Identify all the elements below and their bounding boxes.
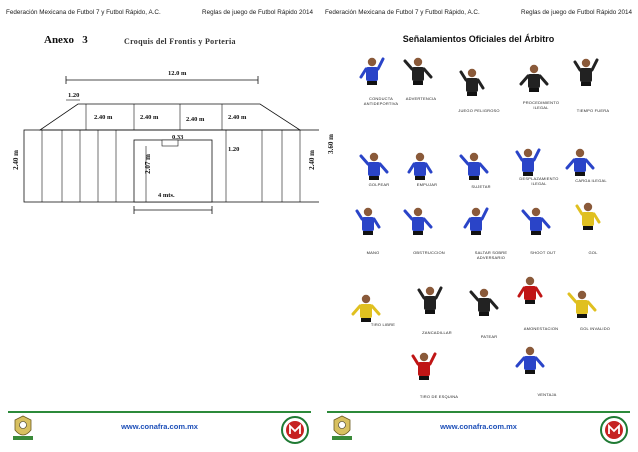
federation-logo-icon (600, 416, 628, 444)
referee-figure-icon (417, 286, 443, 314)
footer-line (327, 411, 630, 413)
footer-url[interactable]: www.conafra.com.mx (440, 422, 517, 431)
dim-right-height: 2.40 m (307, 150, 316, 170)
footer-line (8, 411, 311, 413)
dim-goal-height: 2.07 m (143, 154, 152, 174)
signal-label: CONDUCTA ANTIDEPORTIVA (363, 96, 399, 106)
signal-label: GOLPEAR (368, 182, 390, 187)
signal-label: TIRO LIBRE (370, 322, 396, 327)
referee-figure-icon (521, 207, 551, 235)
referee-figure-icon (403, 57, 433, 85)
anexo-number: 3 (82, 34, 88, 46)
referee-figure-icon (517, 276, 543, 304)
signal-label: OBSTRUCCION (413, 250, 445, 255)
referee-figure-icon (359, 57, 385, 85)
dim-left-height: 2.40 m (11, 150, 20, 170)
dim-seg1: 2.40 m (94, 114, 113, 121)
frontis-roof (38, 103, 302, 131)
signal-label: GOL INVALIDO (579, 326, 611, 331)
referee-figure-icon (469, 288, 499, 316)
signal-label: PATEAR (480, 334, 498, 339)
signal-label: TIEMPO FUERA (576, 108, 610, 113)
referee-figure-icon (459, 68, 485, 96)
referee-figure-icon (565, 148, 595, 176)
header-reglas: Reglas de juego de Futbol Rápido 2014 (521, 9, 632, 16)
header-org: Federación Mexicana de Futbol 7 y Futbol… (6, 9, 161, 16)
dim-bar: 0.33 (172, 134, 184, 141)
dim-seg4: 2.40 m (228, 114, 247, 121)
referee-figure-icon (567, 290, 597, 318)
signal-label: CARGA ILEGAL (575, 178, 607, 183)
goal-frame (133, 139, 213, 203)
signal-label: MANO (366, 250, 380, 255)
signal-label: VENTAJA (537, 392, 557, 397)
signal-label: ZANCADILLAR (422, 330, 452, 335)
referee-figure-icon (519, 64, 549, 92)
referee-figure-icon (359, 152, 389, 180)
dim-top-offset: 1.20 (68, 92, 80, 99)
signal-label: GOL (588, 250, 598, 255)
signals-title: Señalamientos Oficiales del Árbitro (402, 34, 555, 44)
footer-url[interactable]: www.conafra.com.mx (121, 422, 198, 431)
referee-figure-icon (355, 207, 381, 235)
referee-figure-icon (407, 152, 433, 180)
referee-figure-icon (573, 58, 599, 86)
frontis-diagram (23, 76, 319, 214)
anexo-label: Anexo 3 (44, 34, 88, 46)
dim-seg3: 2.40 m (186, 116, 205, 123)
dim-goal-width: 4 mts. (158, 192, 175, 199)
dim-seg2: 2.40 m (140, 114, 159, 121)
federation-logo-icon (281, 416, 309, 444)
referee-figure-icon (411, 352, 437, 380)
left-page: Federación Mexicana de Futbol 7 y Futbol… (6, 6, 319, 444)
signal-label: SALTAR SOBRE ADVERSARIO (474, 250, 508, 260)
dim-side-inner: 1.20 (228, 146, 240, 153)
dim-side-height: 3.60 m (326, 134, 335, 154)
signal-label: PROCEDIMIENTO ILEGAL (522, 100, 560, 110)
page-header: Federación Mexicana de Futbol 7 y Futbol… (6, 6, 313, 20)
anexo-word: Anexo (44, 34, 74, 46)
referee-figure-icon (403, 207, 433, 235)
signal-label: SUJETAR (471, 184, 491, 189)
diagram-title: Croquis del Frontis y Porteria (124, 37, 236, 46)
header-org: Federación Mexicana de Futbol 7 y Futbol… (325, 9, 480, 16)
referee-figure-icon (351, 294, 381, 322)
signal-label: TIRO DE ESQUINA (419, 394, 459, 399)
right-page: Federación Mexicana de Futbol 7 y Futbol… (319, 0, 638, 452)
league-emblem-icon (13, 415, 33, 440)
signal-label: EMPUJAR (416, 182, 438, 187)
league-emblem-icon (332, 415, 352, 440)
signal-label: DESPLAZAMIENTO ILEGAL (519, 176, 559, 186)
referee-figure-icon (459, 152, 489, 180)
dim-width-total: 12.0 m (168, 70, 187, 77)
referee-figure-icon (515, 148, 541, 176)
signal-label: SHOOT OUT (530, 250, 556, 255)
signal-label: AMONESTACION (523, 326, 559, 331)
referee-figure-icon (463, 207, 489, 235)
signal-label: JUEGO PELIGROSO (458, 108, 500, 113)
referee-figure-icon (515, 346, 545, 374)
page-header: Federación Mexicana de Futbol 7 y Futbol… (325, 6, 632, 20)
referee-figure-icon (575, 202, 601, 230)
signal-label: ADVERTENCIA (405, 96, 437, 101)
header-reglas: Reglas de juego de Futbol Rápido 2014 (202, 9, 313, 16)
